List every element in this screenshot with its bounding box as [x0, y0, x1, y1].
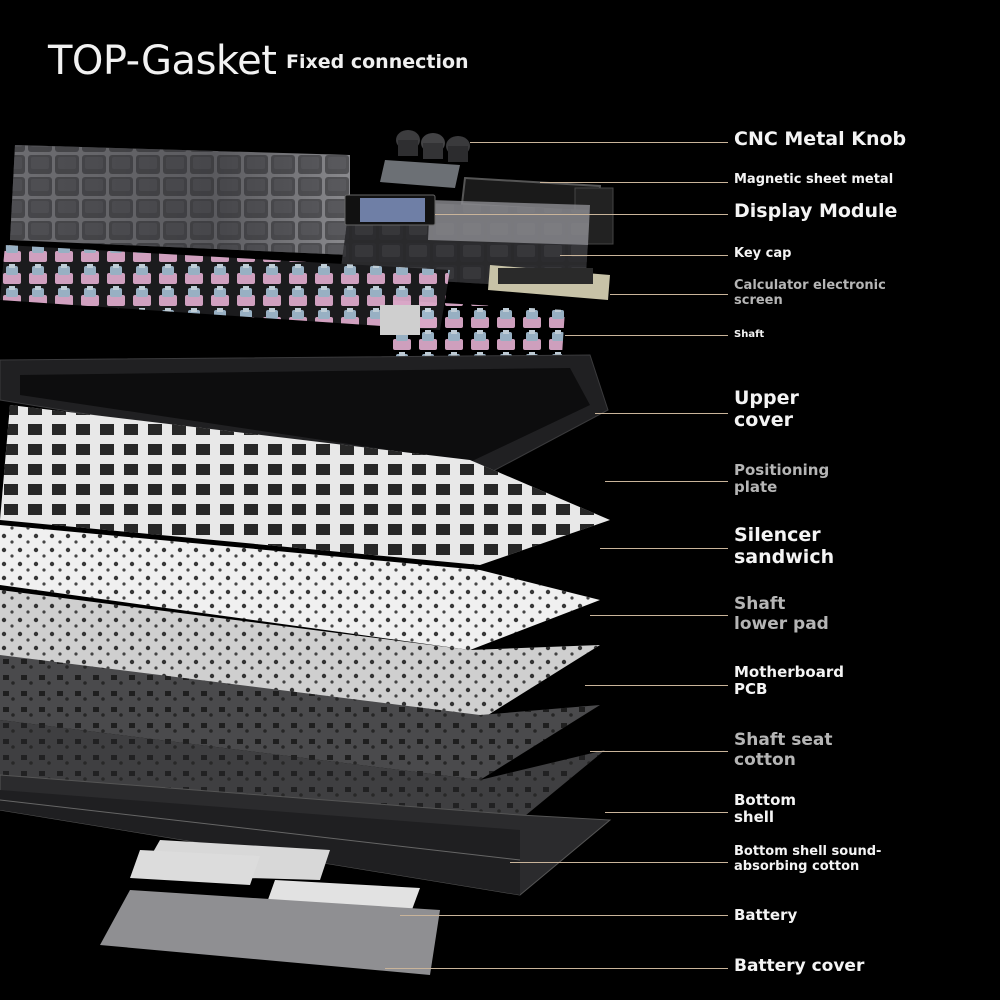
upper-cover — [0, 354, 609, 479]
label-display-module: Display Module — [734, 200, 898, 222]
battery-cover — [100, 890, 440, 975]
silencer-sandwich — [0, 525, 600, 650]
label-bottom-shell-cotton: Bottom shell sound- absorbing cotton — [734, 844, 882, 874]
label-shaft-lower-pad: Shaft lower pad — [734, 594, 829, 634]
leader-line-positioning-plate — [605, 481, 728, 482]
label-silencer-sandwich: Silencer sandwich — [734, 524, 835, 568]
label-upper-cover: Upper cover — [734, 387, 799, 431]
label-key-cap: Key cap — [734, 246, 792, 261]
positioning-plate — [0, 405, 610, 565]
leader-line-seat-cotton — [590, 751, 728, 752]
label-battery: Battery — [734, 906, 798, 924]
label-bottom-shell: Bottom shell — [734, 791, 797, 827]
label-positioning-plate: Positioning plate — [734, 461, 830, 497]
label-motherboard-pcb: Motherboard PCB — [734, 663, 844, 699]
motherboard-pcb — [0, 655, 600, 780]
cnc-knobs — [396, 130, 470, 162]
bottom-shell — [0, 774, 612, 896]
label-calculator-screen: Calculator electronic screen — [734, 278, 886, 308]
diagram-title: TOP-Gasket — [48, 38, 277, 84]
leader-line-battery-cover — [385, 968, 728, 969]
leader-line-battery — [400, 915, 728, 916]
label-cnc-metal-knob: CNC Metal Knob — [734, 128, 907, 150]
leader-line-bottom-cotton — [510, 862, 728, 863]
leader-line-lower-pad — [590, 615, 728, 616]
knob-base — [380, 160, 460, 188]
leader-line-calculator — [610, 294, 728, 295]
leader-line-knob — [470, 142, 728, 143]
leader-line-silencer — [600, 548, 728, 549]
label-magnetic-sheet-metal: Magnetic sheet metal — [734, 172, 894, 187]
leader-line-sheet-metal — [540, 182, 728, 183]
leader-line-shaft — [565, 335, 728, 336]
label-battery-cover: Battery cover — [734, 956, 865, 976]
shaft-seat-cotton — [0, 720, 605, 820]
leader-line-upper-cover — [595, 413, 728, 414]
leader-line-keycap — [560, 255, 728, 256]
label-shaft-seat-cotton: Shaft seat cotton — [734, 730, 833, 770]
leader-line-display — [435, 214, 728, 215]
label-shaft: Shaft — [734, 329, 765, 340]
diagram-subtitle: Fixed connection — [286, 51, 469, 73]
display-module — [344, 194, 436, 226]
leader-line-bottom-shell — [605, 812, 728, 813]
calculator-screen — [488, 265, 610, 300]
shaft-lower-pad — [0, 590, 600, 720]
leader-line-pcb — [585, 685, 728, 686]
